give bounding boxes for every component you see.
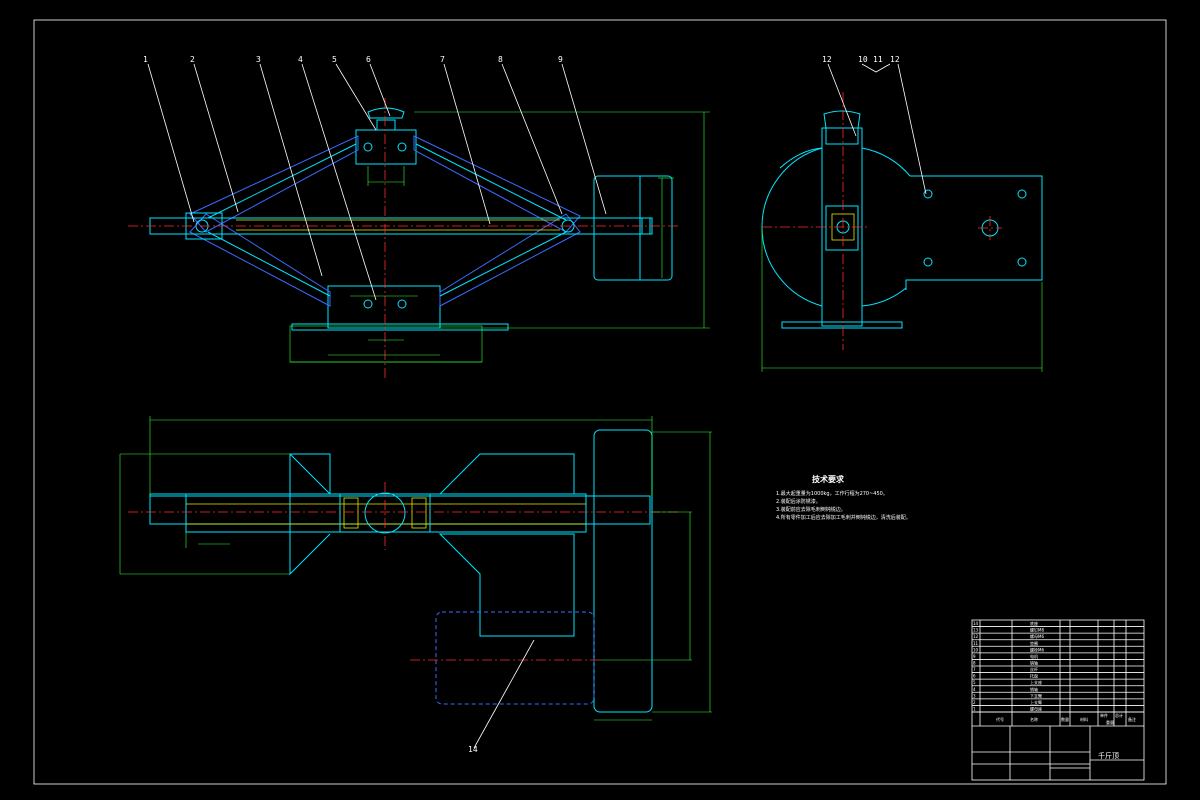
- part-labels: 1 2 3 4 5 6 7 8 9 12 10 11 12 14: [143, 55, 900, 754]
- bom-row-no: 10: [973, 647, 979, 652]
- bom-row-no: 2: [973, 700, 976, 705]
- part-label-8: 8: [498, 55, 503, 64]
- bom-row-name: 电机: [1030, 653, 1038, 659]
- tech-req-title: 技术要求: [812, 474, 845, 484]
- part-label-12a: 12: [822, 55, 832, 64]
- bom-row-name: 托盘: [1030, 673, 1038, 679]
- part-label-9: 9: [558, 55, 563, 64]
- part-label-3: 3: [256, 55, 261, 64]
- bom-header-unit: 单件: [1100, 712, 1108, 718]
- side-view: [761, 63, 1043, 372]
- bom-row-name: 上支臂: [1030, 699, 1042, 705]
- bom-row-name: 销轴: [1030, 660, 1038, 666]
- bom-row-no: 5: [973, 680, 976, 685]
- bom-row-no: 11: [973, 641, 979, 646]
- bom-row-no: 1: [973, 707, 976, 712]
- bom-row-no: 12: [973, 634, 979, 639]
- part-label-6: 6: [366, 55, 371, 64]
- bom-header-code: 代号: [996, 716, 1004, 722]
- bom-row-no: 3: [973, 693, 976, 698]
- bom-header-total: 总计: [1115, 712, 1123, 718]
- drawing-title: 千斤顶: [1098, 751, 1119, 760]
- part-label-11: 11: [873, 55, 883, 64]
- part-label-7: 7: [440, 55, 445, 64]
- part-label-10: 10: [858, 55, 868, 64]
- bom-header-qty: 数量: [1061, 716, 1069, 722]
- bom-row-no: 6: [973, 674, 976, 679]
- bom-row-name: 底座: [1030, 620, 1038, 626]
- bom-row-name: 螺栓M6: [1030, 646, 1044, 652]
- bom-header-material: 材料: [1080, 716, 1088, 722]
- front-view: [128, 63, 710, 380]
- bom-row-name: 下支臂: [1030, 692, 1042, 698]
- bom-row-no: 14: [973, 621, 979, 626]
- bom-header-weight: 重量: [1106, 719, 1114, 725]
- part-label-14: 14: [468, 745, 478, 754]
- bom-row-name: 丝杆: [1030, 666, 1038, 672]
- bom-row-name: 上支座: [1030, 679, 1042, 685]
- bom-header-remark: 备注: [1128, 716, 1136, 722]
- technical-requirements: 技术要求 1.最大起重量为1000kg，工作行程为270~450。 2.装配后涂…: [776, 474, 911, 521]
- tech-req-line-1: 1.最大起重量为1000kg，工作行程为270~450。: [776, 490, 888, 497]
- bom-header-name: 名称: [1030, 716, 1038, 722]
- bom-row-name: 销轴: [1030, 686, 1038, 692]
- part-label-1: 1: [143, 55, 148, 64]
- tech-req-line-4: 4.所有零件加工后应去除加工毛刺并倒钝锐边，清洗后装配。: [776, 514, 911, 521]
- part-label-5: 5: [332, 55, 337, 64]
- bom-row-no: 13: [973, 628, 979, 633]
- tech-req-line-3: 3.装配前应去除毛刺倒钝锐边。: [776, 506, 846, 513]
- bom-row-no: 9: [973, 654, 976, 659]
- outer-border: [33, 19, 1167, 785]
- part-label-4: 4: [298, 55, 303, 64]
- bom-row-name: 螺母M6: [1030, 633, 1044, 639]
- bom-row-no: 8: [973, 661, 976, 666]
- part-label-2: 2: [190, 55, 195, 64]
- bom-row-name: 螺钉M8: [1030, 627, 1044, 633]
- bom-row-no: 7: [973, 667, 976, 672]
- bom-row-name: 垫圈: [1030, 640, 1038, 646]
- bom-row-no: 4: [973, 687, 976, 692]
- bom-row-name: 螺母座: [1030, 706, 1042, 712]
- part-label-12b: 12: [890, 55, 900, 64]
- tech-req-line-2: 2.装配后涂防锈漆。: [776, 498, 821, 505]
- top-view: [119, 416, 712, 749]
